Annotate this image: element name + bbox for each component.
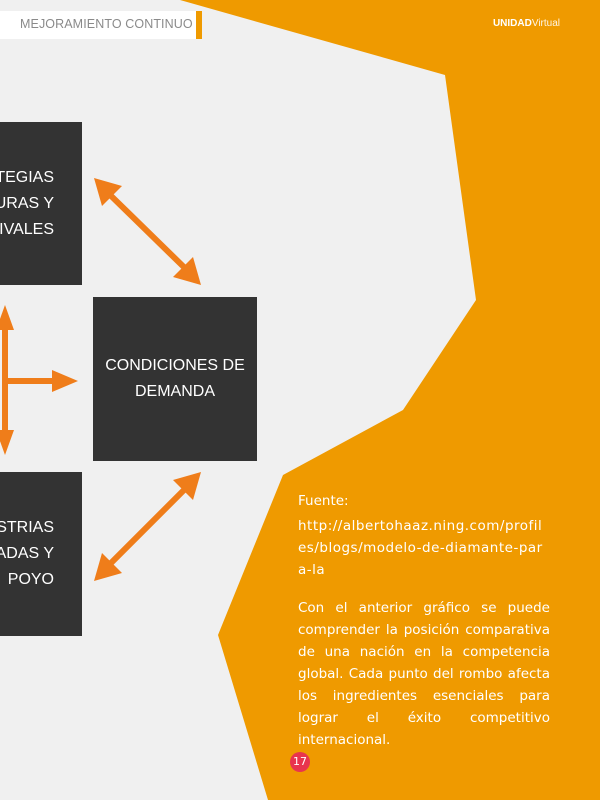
double-arrow-bottom [94, 472, 201, 581]
brand-logo: UNIDADVirtual [493, 18, 560, 29]
source-url[interactable]: http://albertohaaz.ning.com/profiles/blo… [298, 518, 543, 578]
description-paragraph: Con el anterior gráfico se puede compren… [298, 600, 550, 748]
section-title-tab: MEJORAMIENTO CONTINUO [0, 11, 202, 39]
double-arrow-top [94, 178, 201, 285]
brand-bold: UNIDAD [492, 18, 532, 29]
source-label: Fuente: [298, 493, 349, 509]
box-label: TEGIAS TURAS Y RIVALES [0, 168, 54, 238]
arrow-right-horizontal [5, 370, 78, 392]
page-number-badge: 17 [290, 752, 310, 772]
diagram-box-strategy: TEGIAS TURAS Y RIVALES [0, 122, 82, 285]
brand-light: Virtual [531, 18, 560, 29]
box-label: CONDICIONES DE DEMANDA [105, 357, 245, 400]
diagram-box-industries: STRIAS NADAS Y POYO [0, 472, 82, 636]
diagram-box-demand: CONDICIONES DE DEMANDA [93, 297, 257, 461]
box-label: STRIAS NADAS Y POYO [0, 519, 54, 588]
section-title: MEJORAMIENTO CONTINUO [20, 17, 193, 31]
